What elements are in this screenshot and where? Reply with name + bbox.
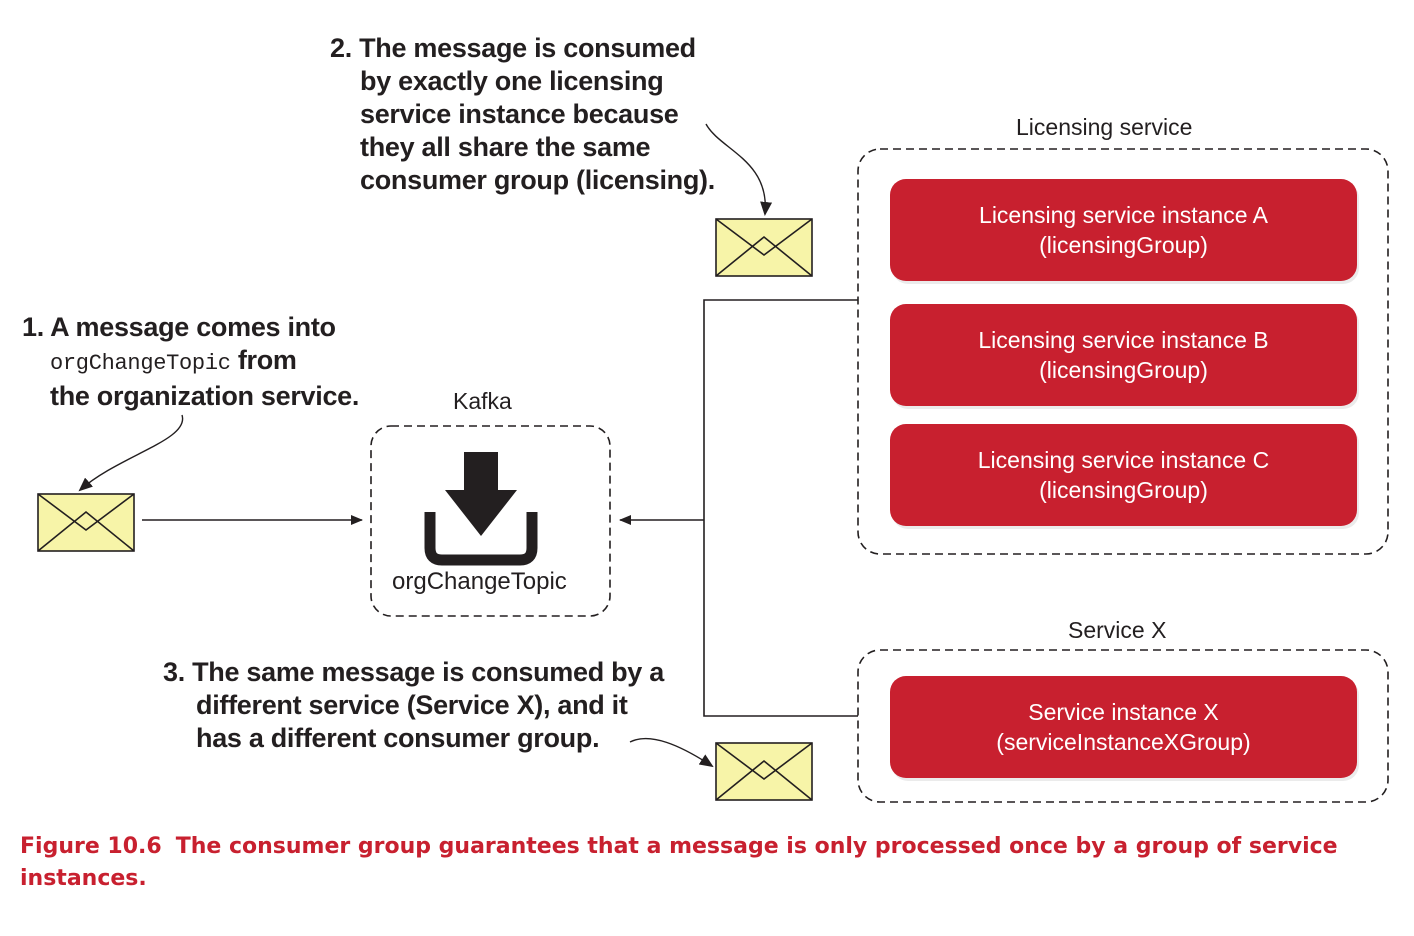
instance-group: (licensingGroup)	[1039, 477, 1208, 503]
callout-step3-line: has a different consumer group.	[196, 723, 600, 753]
callout-1-arrow	[78, 414, 184, 492]
callout-step2: 2. The message is consumed by exactly on…	[330, 32, 715, 197]
callout-step2-line: service instance because	[360, 99, 679, 129]
callout-3-arrow	[629, 737, 714, 768]
callout-step1: 1. A message comes into orgChangeTopic f…	[22, 311, 359, 413]
callout-step1-line1: 1. A message comes into	[22, 312, 336, 342]
callout-step2-line: by exactly one licensing	[360, 66, 664, 96]
callout-step3-line: 3. The same message is consumed by a	[163, 657, 664, 687]
callout-step2-line: 2. The message is consumed	[330, 33, 696, 63]
instance-group: (licensingGroup)	[1039, 357, 1208, 383]
callout-step1-line2-suffix: from	[237, 345, 297, 375]
service-x-container	[857, 649, 1389, 803]
instance-name: Licensing service instance B	[978, 327, 1269, 353]
message-envelope-icon	[37, 493, 135, 552]
figure-number: Figure 10.6	[20, 834, 162, 859]
callout-step2-line: they all share the same	[360, 132, 651, 162]
instance-group: (licensingGroup)	[1039, 232, 1208, 258]
instance-name: Service instance X	[1028, 699, 1219, 725]
download-tray-icon	[424, 452, 538, 566]
instance-name: Licensing service instance C	[977, 447, 1270, 473]
message-envelope-icon	[715, 218, 813, 277]
licensing-service-container	[857, 148, 1389, 555]
licensing-instance-a: Licensing service instance A (licensingG…	[890, 179, 1357, 281]
kafka-topic-label: orgChangeTopic	[392, 568, 567, 595]
callout-step1-topic-code: orgChangeTopic	[50, 351, 231, 376]
licensing-instance-b: Licensing service instance B (licensingG…	[890, 304, 1357, 406]
kafka-container	[370, 425, 611, 617]
callout-step3: 3. The same message is consumed by a dif…	[163, 656, 664, 755]
licensing-service-label: Licensing service	[1016, 114, 1193, 140]
callout-2-arrow	[705, 123, 773, 216]
callout-step2-line: consumer group (licensing).	[360, 165, 715, 195]
kafka-label: Kafka	[453, 388, 512, 414]
message-envelope-icon	[715, 742, 813, 801]
licensing-connector	[703, 299, 858, 717]
callout-step1-line3: the organization service.	[50, 381, 360, 411]
licensing-instance-c: Licensing service instance C (licensingG…	[890, 424, 1357, 526]
service-x-label: Service X	[1068, 617, 1167, 643]
service-instance-x: Service instance X (serviceInstanceXGrou…	[890, 676, 1357, 778]
instance-name: Licensing service instance A	[979, 202, 1268, 228]
instance-group: (serviceInstanceXGroup)	[996, 729, 1251, 755]
callout-step3-line: different service (Service X), and it	[196, 690, 628, 720]
figure-caption-text: The consumer group guarantees that a mes…	[20, 834, 1338, 891]
